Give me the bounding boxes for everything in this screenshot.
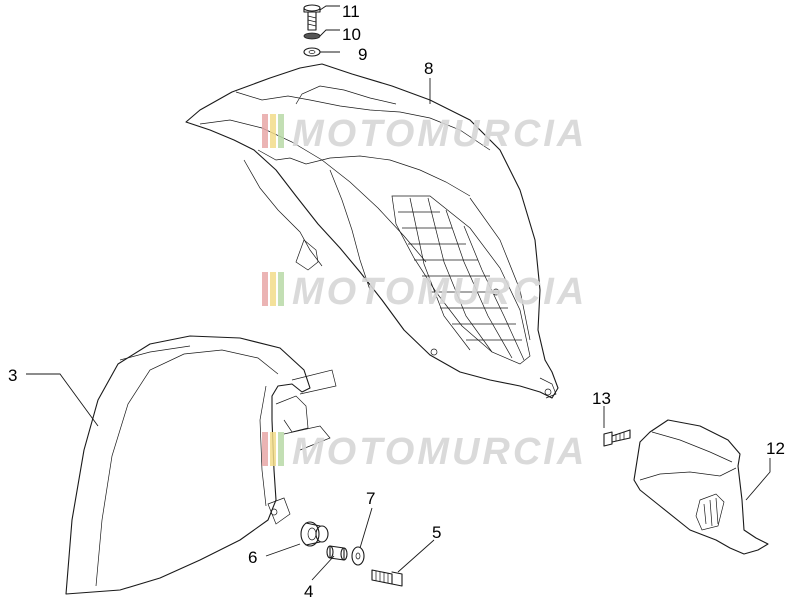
part-4-spacer[interactable] <box>326 545 348 561</box>
watermark-stripe-3 <box>278 432 284 466</box>
leader-12 <box>745 458 771 501</box>
watermark-stripe-2 <box>270 432 276 466</box>
watermark-stripe-1 <box>262 272 268 306</box>
part-6-bushing[interactable] <box>300 521 329 547</box>
part-13-screw[interactable] <box>603 429 631 447</box>
callout-7: 7 <box>366 489 375 508</box>
watermark-middle: MOTOMURCIA <box>262 271 587 313</box>
watermark-stripe-3 <box>278 114 284 148</box>
leader-6 <box>265 543 301 557</box>
leader-5 <box>397 539 435 573</box>
watermark-stripe-2 <box>270 114 276 148</box>
watermark-stripe-2 <box>270 272 276 306</box>
leader-11 <box>319 5 340 11</box>
callout-6: 6 <box>248 548 257 567</box>
leader-7 <box>359 507 373 549</box>
part-7-washer[interactable] <box>351 546 365 566</box>
callout-3: 3 <box>8 366 17 385</box>
callout-8: 8 <box>424 59 433 78</box>
watermark-text: MOTOMURCIA <box>292 431 587 473</box>
watermark-bottom: MOTOMURCIA <box>262 431 587 473</box>
part-9-washer[interactable] <box>303 47 321 57</box>
part-11-screw[interactable] <box>303 4 321 31</box>
part-5-screw[interactable] <box>371 569 403 587</box>
watermark-stripe-1 <box>262 432 268 466</box>
callout-4: 4 <box>304 582 313 600</box>
watermark-stripe-3 <box>278 272 284 306</box>
watermark-top: MOTOMURCIA <box>262 113 587 155</box>
watermark-text: MOTOMURCIA <box>292 271 587 313</box>
leader-4 <box>311 555 335 581</box>
part-8-upper-cover[interactable] <box>185 63 559 399</box>
leader-lines <box>26 5 771 581</box>
callout-5: 5 <box>432 523 441 542</box>
part-10-washer[interactable] <box>303 32 321 40</box>
callout-11: 11 <box>342 2 360 21</box>
part-3-front-mudguard[interactable] <box>65 335 337 595</box>
leader-3 <box>26 373 99 427</box>
leader-10 <box>319 29 340 37</box>
callout-12: 12 <box>766 439 785 458</box>
callout-13: 13 <box>592 389 611 408</box>
part-12-lower-cover[interactable] <box>633 419 769 555</box>
watermark-text: MOTOMURCIA <box>292 113 587 155</box>
callout-9: 9 <box>358 45 367 64</box>
watermark-stripe-1 <box>262 114 268 148</box>
callout-10: 10 <box>342 25 361 44</box>
grille <box>391 195 531 365</box>
